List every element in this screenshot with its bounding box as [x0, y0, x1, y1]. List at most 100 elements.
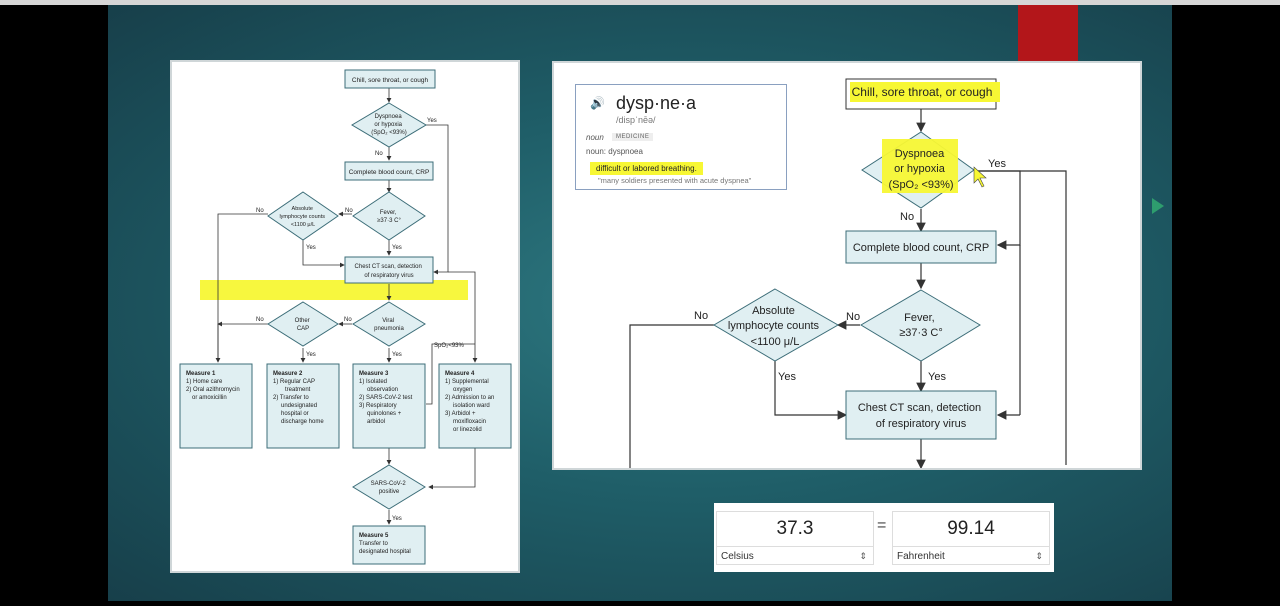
m3-title: Measure 3	[359, 371, 389, 377]
m4-l1: 1) Supplemental	[445, 379, 489, 385]
no-label: No	[900, 211, 914, 223]
other-cap-line2: CAP	[297, 326, 309, 332]
dyspnoea-line3: (SpO₂ <93%)	[888, 179, 953, 191]
yellow-highlight	[200, 280, 468, 300]
select-arrows-icon[interactable]: ⇕	[859, 551, 867, 561]
measure2-box	[266, 363, 340, 449]
svg-text:SARS-CoV-2 positive: SARS-CoV-2 positive	[371, 481, 408, 495]
select-arrows-icon[interactable]: ⇕	[1035, 551, 1043, 561]
m4-l3: 2) Admission to an	[445, 395, 494, 401]
svg-text:Dyspnoea or hypoxia (S: Dyspnoea or hypoxia (SpO₂ <93%)	[371, 114, 407, 136]
start-box	[344, 69, 436, 89]
measure1-box	[179, 363, 253, 449]
svg-text:Other CAP: Other CAP	[295, 318, 312, 332]
m1-l2: 2) Oral azithromycin	[186, 387, 240, 393]
svg-text:Absolute lymphocyte counts: Absolute lymphocyte counts <1100 μ/L	[279, 206, 326, 228]
dyspnoea-line1: Dyspnoea	[895, 148, 945, 160]
spo2-label: SpO₂<93%	[434, 343, 465, 349]
m4-l2: oxygen	[453, 387, 472, 393]
fahrenheit-value[interactable]: 99.14	[947, 518, 995, 539]
play-arrow-icon[interactable]	[1152, 198, 1164, 214]
dictionary-pos: noun	[586, 133, 604, 142]
fahrenheit-unit-select[interactable]: Fahrenheit	[897, 551, 945, 562]
fever-line2: ≥37·3 C°	[377, 218, 401, 224]
svg-text:Measure 4 1) Supplemental: Measure 4 1) Supplemental oxygen 2) Admi…	[445, 371, 496, 433]
fever-line1: Fever,	[380, 210, 397, 216]
measure4-box	[438, 363, 512, 449]
dyspnoea-line2: or hypoxia	[894, 163, 946, 175]
m3-l3: 2) SARS-CoV-2 test	[359, 395, 413, 401]
start-text: Chill, sore throat, or cough	[352, 77, 429, 84]
m2-l3: 2) Transfer to	[273, 395, 309, 401]
mouse-cursor-icon	[973, 166, 987, 188]
yes-label: Yes	[392, 352, 402, 358]
m4-l7: or linezolid	[453, 427, 482, 433]
no-label: No	[375, 151, 383, 157]
dyspnoea-line1: Dyspnoea	[375, 114, 403, 120]
svg-text:Absolute lymphocyte counts: Absolute lymphocyte counts <1100 μ/L	[728, 305, 822, 348]
celsius-field[interactable]: 37.3 Celsius ⇕	[716, 511, 874, 565]
m5-l1: Transfer to	[359, 541, 388, 547]
m1-l1: 1) Home care	[186, 379, 223, 385]
m4-title: Measure 4	[445, 371, 475, 377]
m4-l4: isolation ward	[453, 403, 490, 409]
no-label: No	[256, 208, 264, 214]
celsius-unit-select[interactable]: Celsius	[721, 551, 754, 562]
dyspnoea-line2: or hypoxia	[374, 122, 402, 128]
yes-label: Yes	[306, 352, 316, 358]
start-text: Chill, sore throat, or cough	[852, 85, 993, 99]
sars-line2: positive	[379, 489, 400, 495]
cbc-text: Complete blood count, CRP	[853, 242, 989, 254]
m3-l4: 3) Respiratory	[359, 403, 397, 409]
dyspnoea-diamond	[351, 102, 427, 148]
m5-l2: designated hospital	[359, 549, 411, 555]
m4-l6: moxifloxacin	[453, 419, 486, 425]
fahrenheit-field[interactable]: 99.14 Fahrenheit ⇕	[892, 511, 1050, 565]
lymph-line1: Absolute	[752, 305, 795, 317]
yellow-highlight	[882, 139, 958, 193]
lymph-diamond	[713, 288, 840, 362]
ct-line1: Chest CT scan, detection	[355, 264, 422, 270]
m2-l1: 1) Regular CAP	[273, 379, 315, 385]
other-cap-line1: Other	[295, 318, 310, 324]
m1-l3: or amoxicillin	[192, 395, 227, 401]
fever-diamond	[352, 191, 426, 241]
m4-l5: 3) Arbidol +	[445, 411, 476, 417]
red-corner-tab	[1018, 5, 1078, 62]
yes-label: Yes	[928, 371, 946, 383]
viral-line2: pneumonia	[374, 326, 404, 332]
sars-diamond	[352, 464, 426, 510]
svg-text:Chest CT scan, detection o: Chest CT scan, detection of respiratory …	[355, 264, 424, 279]
m2-l4: undesignated	[281, 403, 317, 409]
yes-label: Yes	[392, 516, 402, 522]
svg-text:Measure 1 1) Home care: Measure 1 1) Home care 2) Oral azithromy…	[186, 371, 241, 401]
fever-line2: ≥37·3 C°	[899, 327, 942, 339]
svg-text:Dyspnoea or hypoxia (S: Dyspnoea or hypoxia (SpO₂ <93%)	[888, 148, 953, 191]
equals-sign: =	[877, 517, 887, 534]
m3-l6: arbidol	[367, 419, 385, 425]
ct-line1: Chest CT scan, detection	[858, 402, 981, 414]
m2-l6: discharge home	[281, 419, 324, 425]
dictionary-card: 🔊 dysp·ne·a /dispˈnēə/ noun MEDICINE nou…	[575, 84, 787, 190]
m2-l2: treatment	[285, 387, 311, 393]
left-flowchart: Chill, sore throat, or cough Dyspnoea or…	[179, 69, 512, 565]
dictionary-phonetic: /dispˈnēə/	[616, 115, 656, 125]
dictionary-word: dysp·ne·a	[616, 93, 697, 113]
window-top-bar	[0, 0, 1280, 5]
celsius-value[interactable]: 37.3	[776, 518, 814, 539]
speaker-icon[interactable]: 🔊	[590, 96, 605, 110]
m3-l2: observation	[367, 387, 398, 393]
sars-line1: SARS-CoV-2	[371, 481, 407, 487]
ct-box	[344, 256, 434, 284]
viral-line1: Viral	[382, 318, 394, 324]
measure3-box	[352, 363, 426, 449]
no-label: No	[256, 317, 264, 323]
lymph-line3: <1100 μ/L	[291, 222, 315, 228]
svg-text:Fever, ≥37·3 C°: Fever, ≥37·3 C°	[377, 210, 401, 224]
lymph-line1: Absolute	[292, 206, 313, 212]
svg-text:Measure 5 Transfer to: Measure 5 Transfer to designated hospita…	[359, 533, 411, 555]
yes-label: Yes	[778, 371, 796, 383]
measure5-box	[352, 525, 426, 565]
unit-converter: 37.3 Celsius ⇕ = 99.14 Fahrenheit ⇕	[714, 503, 1054, 572]
svg-text:Viral pneumonia: Viral pneumonia	[374, 318, 404, 332]
